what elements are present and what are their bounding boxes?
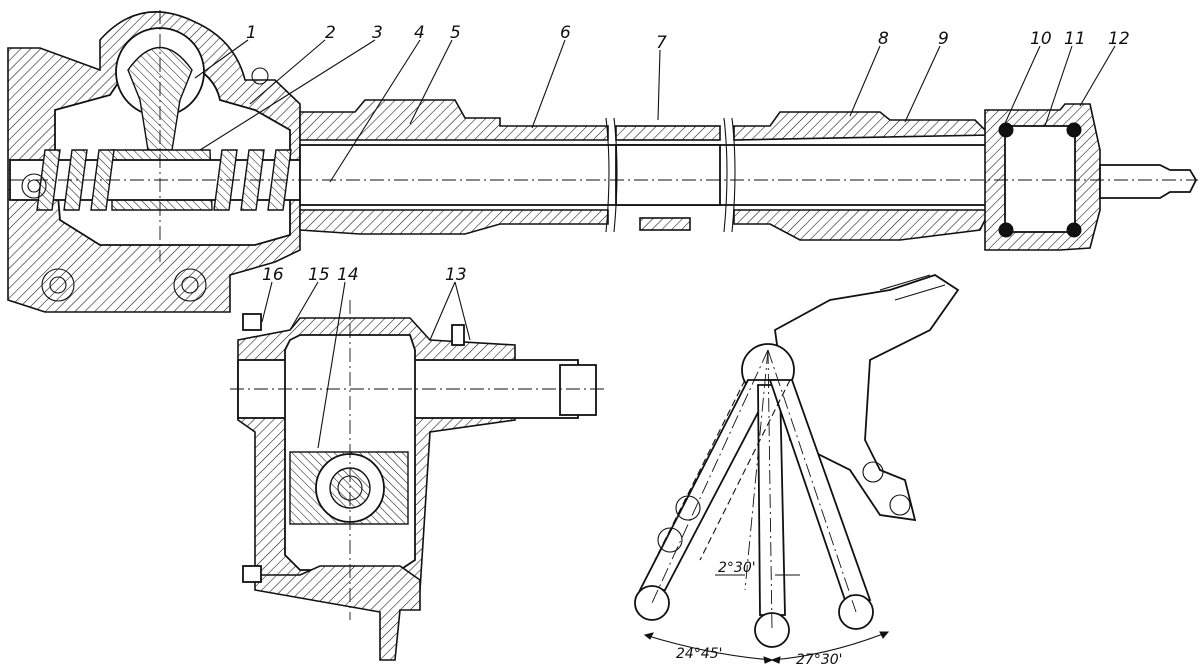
bearing-seals bbox=[998, 122, 1082, 238]
break-line-right bbox=[723, 117, 736, 233]
angle-small-label: 2°30' bbox=[718, 560, 756, 576]
callout-2: 2 bbox=[325, 23, 336, 43]
callout-13: 13 bbox=[445, 265, 467, 285]
steering-knuckle bbox=[774, 274, 960, 522]
cross-section bbox=[230, 300, 605, 661]
callout-7: 7 bbox=[656, 33, 667, 53]
callout-labels: 1 2 3 4 5 6 7 8 9 10 11 12 13 14 15 16 bbox=[246, 23, 1130, 285]
pitman-arms bbox=[634, 379, 874, 648]
column-tube bbox=[299, 99, 609, 141]
break-line-left bbox=[605, 117, 618, 233]
shaft-end bbox=[1099, 164, 1198, 199]
callout-15: 15 bbox=[308, 265, 330, 285]
angle-diagram bbox=[634, 274, 960, 664]
angle-left-label: 24°45' bbox=[676, 646, 722, 662]
cross-bolts bbox=[242, 313, 465, 583]
dim-arc-left bbox=[644, 634, 773, 661]
coupling-7 bbox=[615, 125, 721, 141]
callout-12: 12 bbox=[1108, 29, 1130, 49]
callout-8: 8 bbox=[878, 29, 889, 49]
bearing-11 bbox=[1004, 125, 1076, 233]
callout-6: 6 bbox=[560, 23, 571, 43]
cross-shaft-end bbox=[559, 364, 597, 416]
callout-4: 4 bbox=[414, 23, 425, 43]
cross-flange bbox=[254, 565, 421, 661]
callout-3: 3 bbox=[372, 23, 383, 43]
callout-1: 1 bbox=[246, 23, 257, 43]
callout-14: 14 bbox=[337, 265, 359, 285]
callout-5: 5 bbox=[450, 23, 461, 43]
leader-lines bbox=[194, 39, 1116, 449]
column-tube-right bbox=[733, 111, 992, 141]
dim-arc-right bbox=[771, 631, 889, 661]
callout-11: 11 bbox=[1064, 29, 1086, 49]
callout-9: 9 bbox=[938, 29, 949, 49]
callout-10: 10 bbox=[1030, 29, 1052, 49]
angle-right-label: 27°30' bbox=[796, 652, 842, 668]
callout-16: 16 bbox=[262, 265, 284, 285]
mounting-holes bbox=[21, 67, 269, 302]
angle-labels: 2°30' 24°45' 27°30' bbox=[676, 560, 842, 668]
longitudinal-section bbox=[7, 10, 1198, 313]
